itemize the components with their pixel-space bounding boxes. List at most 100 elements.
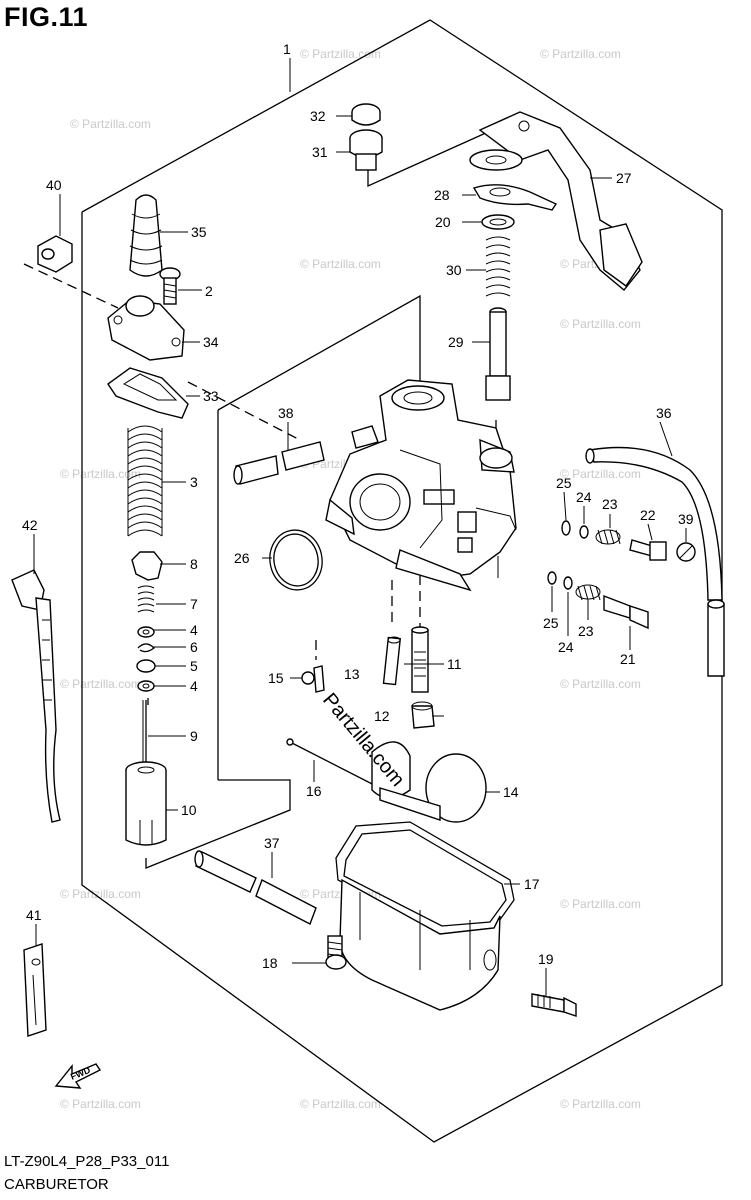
part-32-cap	[351, 103, 381, 126]
part-9-jet-needle	[142, 700, 147, 766]
callout-14: 14	[503, 784, 519, 800]
callout-34: 34	[203, 334, 219, 350]
part-33-gasket	[107, 367, 189, 419]
callout-19: 19	[538, 951, 554, 967]
callout-5: 5	[190, 658, 198, 674]
watermark-small: © Partzilla.com	[560, 897, 641, 911]
part-27-choke-lever	[469, 111, 643, 291]
callout-29: 29	[448, 334, 464, 350]
watermark-small: © Partzilla.com	[560, 467, 641, 481]
part-41-clamp	[23, 943, 47, 1037]
callout-12: 12	[374, 708, 390, 724]
callout-labels: 1 2 3 4 4 5 6 7 8 9 10 11 12 13 14 15 16…	[22, 41, 694, 971]
callout-13: 13	[344, 666, 360, 682]
callout-38: 38	[278, 405, 294, 421]
watermark-small: © Partzilla.com	[300, 1097, 381, 1111]
callout-26: 26	[234, 550, 250, 566]
part-13-pilot-jet	[382, 636, 402, 686]
part-10-throttle-slide	[125, 761, 167, 846]
part-11-needle-jet	[411, 626, 429, 693]
callout-37: 37	[264, 835, 280, 851]
part-8-retainer	[131, 551, 163, 581]
model-code: LT-Z90L4_P28_P33_011	[4, 1153, 170, 1170]
callout-11: 11	[447, 656, 462, 672]
callout-25: 25	[543, 615, 559, 631]
callout-36: 36	[656, 405, 672, 421]
part-2-screw	[159, 267, 181, 305]
part-6-clip	[137, 643, 155, 653]
part-28-plate	[472, 184, 558, 211]
part-36-hose	[585, 446, 725, 677]
part-20-washer	[481, 214, 515, 230]
assembly-box-outline	[81, 19, 723, 1143]
callout-35: 35	[191, 224, 207, 240]
callout-31: 31	[312, 144, 328, 160]
part-29-plunger	[485, 307, 511, 401]
callout-16: 16	[306, 783, 322, 799]
slide-assembly-box	[145, 294, 421, 869]
callout-8: 8	[190, 556, 198, 572]
callout-4: 4	[190, 678, 198, 694]
part-22-screw	[629, 539, 667, 561]
callout-25: 25	[556, 475, 572, 491]
fwd-arrow: FWD	[54, 1063, 102, 1089]
watermark-small: © Partzilla.com	[60, 467, 141, 481]
callout-33: 33	[203, 388, 219, 404]
part-38-hose	[233, 441, 325, 485]
part-35-boot	[129, 194, 163, 277]
callout-2: 2	[205, 283, 213, 299]
part-26-o-ring	[269, 529, 323, 591]
callout-41: 41	[26, 907, 42, 923]
callout-27: 27	[616, 170, 632, 186]
part-34-top-cap	[107, 295, 185, 361]
callout-17: 17	[524, 876, 540, 892]
callout-18: 18	[262, 955, 278, 971]
leader-lines	[33, 115, 687, 996]
callout-39: 39	[678, 511, 694, 527]
part-24-washer-lower	[563, 576, 573, 590]
callout-23: 23	[602, 496, 618, 512]
part-24-washer-upper	[579, 525, 589, 539]
part-18-screw	[325, 935, 347, 970]
watermark-small: © Partzilla.com	[300, 257, 381, 271]
callout-9: 9	[190, 728, 198, 744]
callout-1: 1	[283, 41, 291, 57]
carburetor-body	[325, 379, 517, 592]
part-39-cap	[676, 542, 696, 562]
part-3-spring	[127, 425, 163, 537]
part-25-o-ring-upper	[561, 520, 571, 536]
watermark-small: © Partzilla.com	[60, 677, 141, 691]
part-19-drain-screw	[531, 993, 577, 1017]
watermark-small: © Partzilla.com	[60, 887, 141, 901]
callout-4: 4	[190, 622, 198, 638]
watermark-small: © Partzilla.com	[560, 677, 641, 691]
callout-40: 40	[46, 177, 62, 193]
watermark-small: © Partzilla.com	[60, 1097, 141, 1111]
part-15-screw	[301, 665, 325, 693]
watermark-small: © Partzilla.com	[560, 317, 641, 331]
adjuster-box-lines	[367, 131, 489, 188]
part-31-adjuster	[349, 129, 383, 171]
watermark-small: © Partzilla.com	[300, 47, 381, 61]
part-23-spring-lower	[575, 584, 601, 601]
callout-22: 22	[640, 507, 656, 523]
part-16-float-pin	[286, 738, 381, 789]
callout-10: 10	[181, 802, 197, 818]
callout-7: 7	[190, 596, 198, 612]
watermark-small: © Partzilla.com	[540, 47, 621, 61]
callout-24: 24	[576, 489, 592, 505]
part-37-hose	[194, 850, 317, 925]
part-7-spring	[137, 585, 155, 613]
callout-30: 30	[446, 262, 462, 278]
watermark: Partzilla.com	[318, 689, 408, 791]
callout-24: 24	[558, 639, 574, 655]
part-21-screw	[603, 594, 649, 630]
part-4-washer	[137, 626, 155, 638]
diagram-name: CARBURETOR	[4, 1176, 109, 1193]
watermark-small: © Partzilla.com	[70, 117, 151, 131]
part-5-washer	[136, 659, 156, 673]
callout-32: 32	[310, 108, 326, 124]
part-25-o-ring-lower	[547, 571, 557, 585]
part-40-nut	[37, 235, 73, 273]
